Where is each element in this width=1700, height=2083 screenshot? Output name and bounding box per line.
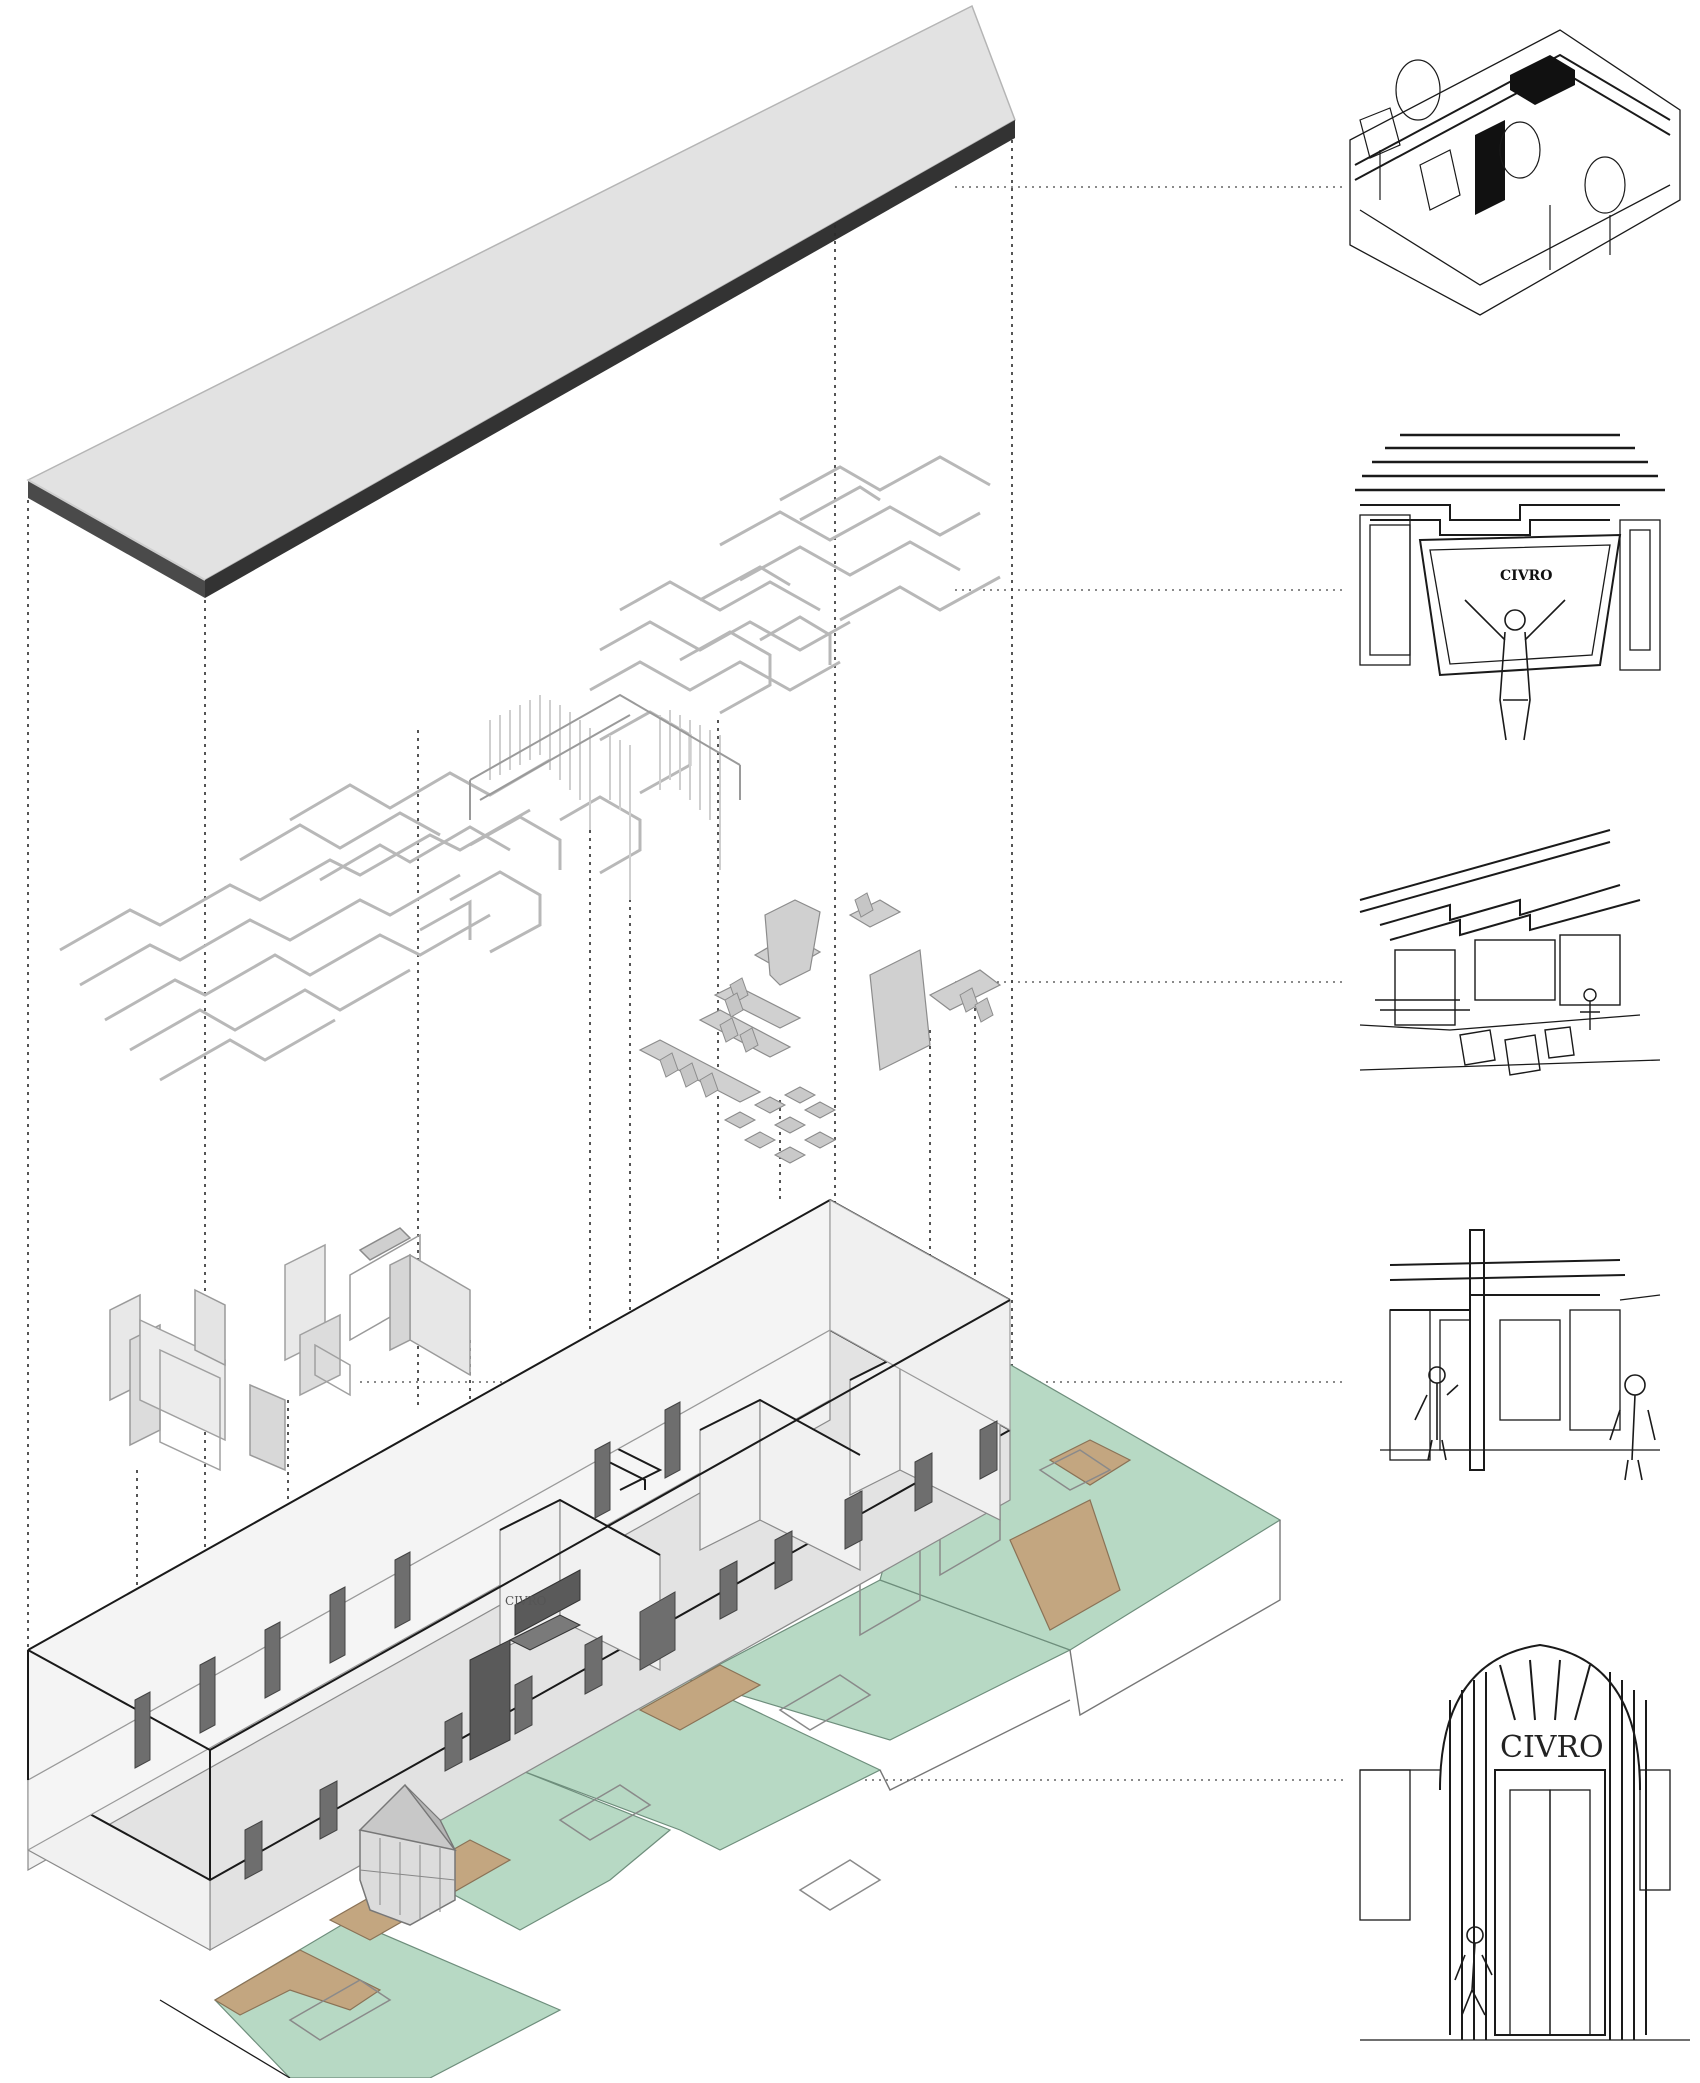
ceiling-light-strips [59,455,1001,1082]
back-windows [134,1401,681,1769]
cube-seats [723,1086,837,1164]
vignette-workshop [1359,829,1661,1076]
vignette-greeting-sign: CIVRO [1500,568,1552,584]
leader-lines [360,186,1345,1781]
ground-floor: CIVRO [26,1198,1282,2079]
vignette-entrance-sign: CIVRO [1500,1730,1604,1765]
partitions-frames [109,1227,471,1472]
floor-sign: CIVRO [505,1594,547,1608]
vignette-corridor [1380,1229,1661,1481]
furniture-layer [638,892,1002,1164]
roof-slab [26,4,1016,598]
vignette-entrance: CIVRO [1359,1643,1690,2041]
front-windows [244,1420,998,1880]
chairs [659,892,994,1098]
vignette-exhibition [1349,29,1681,316]
greenhouse-pavilion [358,1783,457,1926]
vignette-greeting: CIVRO [1355,433,1665,741]
